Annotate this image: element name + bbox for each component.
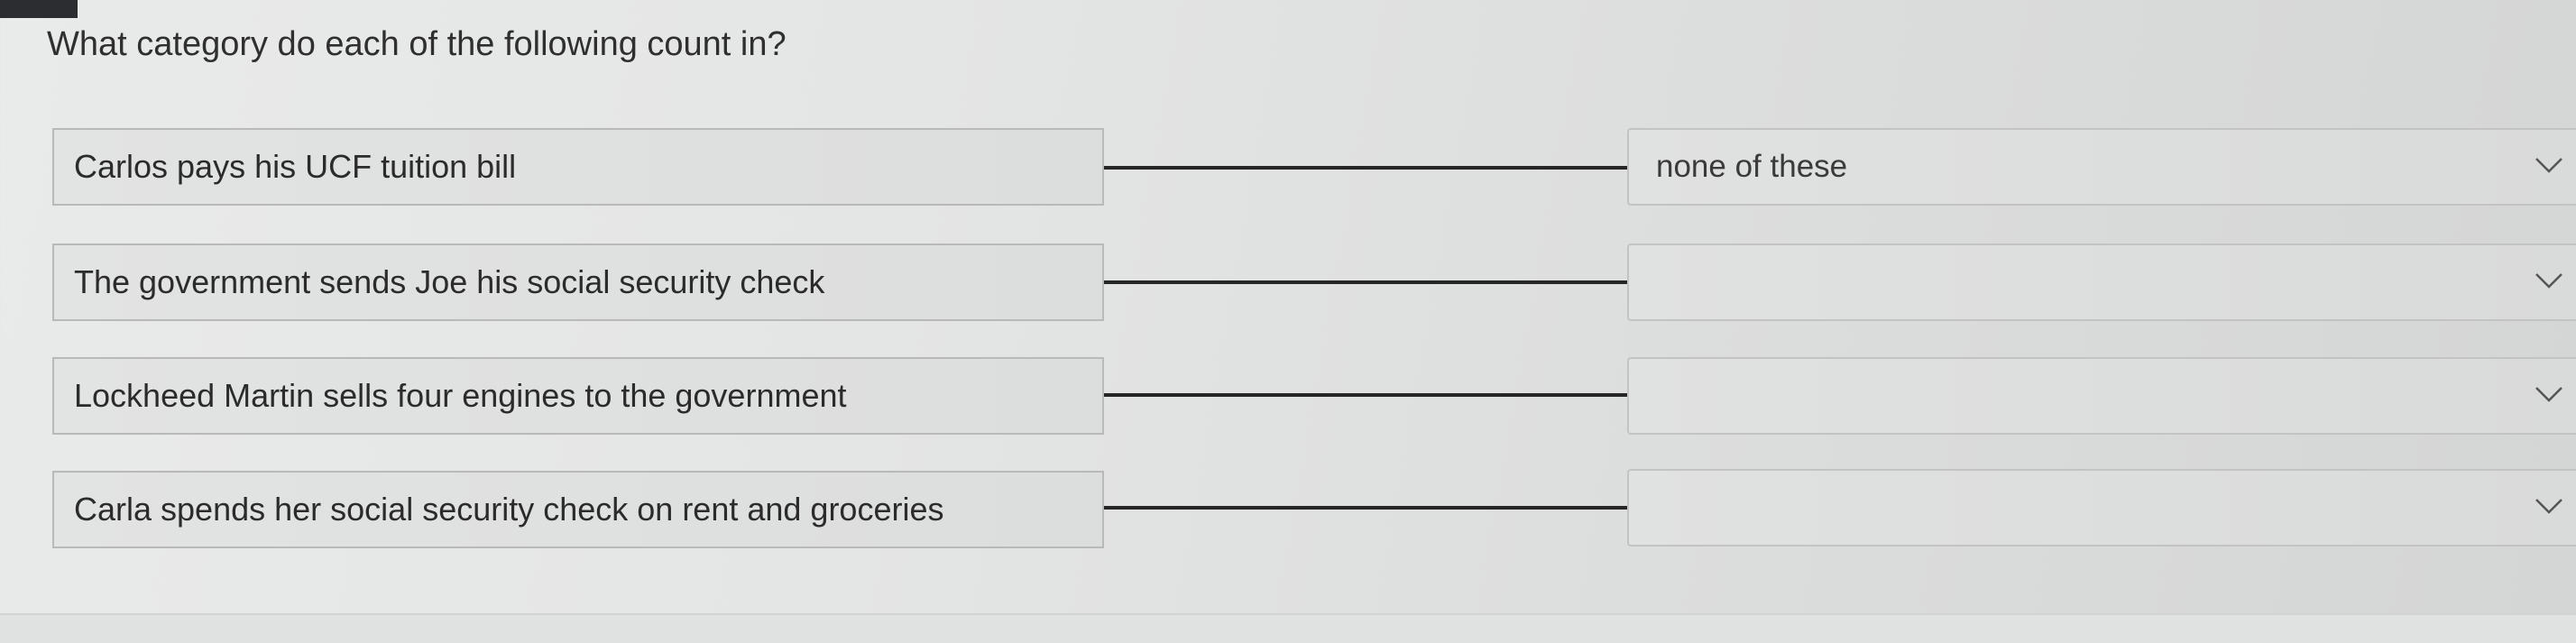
match-connector-line	[1104, 506, 1629, 510]
match-connector-line	[1104, 393, 1629, 397]
corner-tab	[0, 0, 78, 18]
bottom-divider	[0, 613, 2576, 643]
chevron-down-icon	[2535, 273, 2562, 289]
answer-dropdown-1[interactable]: none of these	[1627, 128, 2576, 206]
match-prompt-1: Carlos pays his UCF tuition bill	[52, 128, 1104, 206]
answer-dropdown-value: none of these	[1656, 149, 1848, 184]
match-connector-line	[1104, 166, 1629, 170]
chevron-down-icon	[2535, 387, 2562, 402]
chevron-down-icon	[2535, 499, 2562, 514]
match-connector-line	[1104, 280, 1629, 284]
match-prompt-3: Lockheed Martin sells four engines to th…	[52, 357, 1104, 435]
answer-dropdown-4[interactable]	[1627, 469, 2576, 547]
match-prompt-2: The government sends Joe his social secu…	[52, 243, 1104, 321]
question-text: What category do each of the following c…	[47, 25, 787, 63]
answer-dropdown-2[interactable]	[1627, 243, 2576, 321]
chevron-down-icon	[2535, 158, 2562, 173]
answer-dropdown-3[interactable]	[1627, 357, 2576, 435]
match-prompt-4: Carla spends her social security check o…	[52, 471, 1104, 548]
